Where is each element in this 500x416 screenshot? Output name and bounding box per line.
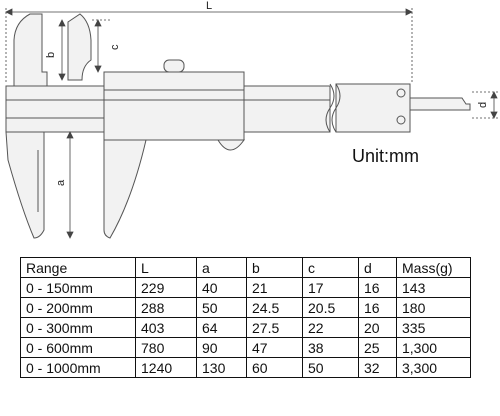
cell-b: 24.5 [246, 297, 303, 318]
cell-c: 50 [302, 357, 359, 378]
thumb-roll [217, 139, 245, 151]
table-row: 0 - 200mm 288 50 24.5 20.5 16 180 [20, 297, 471, 318]
lower-fixed-jaw [5, 131, 45, 239]
slider [103, 71, 245, 141]
cell-mass: 1,300 [396, 337, 471, 358]
cell-a: 50 [196, 297, 247, 318]
cell-b: 60 [246, 357, 303, 378]
spec-table: Range L a b c d Mass(g) 0 - 150mm 229 40… [20, 257, 471, 378]
cell-range: 0 - 150mm [20, 277, 136, 298]
header-range: Range [20, 257, 136, 278]
cell-a: 40 [196, 277, 247, 298]
cell-a: 90 [196, 337, 247, 358]
cell-mass: 180 [396, 297, 471, 318]
cell-range: 0 - 600mm [20, 337, 136, 358]
table-row: 0 - 1000mm 1240 130 60 50 32 3,300 [20, 357, 471, 378]
cell-mass: 143 [396, 277, 471, 298]
header-a: a [196, 257, 247, 278]
cell-range: 0 - 200mm [20, 297, 136, 318]
dim-label-d: d [477, 102, 489, 108]
cell-d: 25 [358, 337, 397, 358]
unit-label: Unit:mm [352, 146, 419, 166]
cell-mass: 3,300 [396, 357, 471, 378]
cell-c: 38 [302, 337, 359, 358]
cell-range: 0 - 300mm [20, 317, 136, 338]
cell-c: 22 [302, 317, 359, 338]
upper-slider-jaw [67, 13, 92, 81]
caliper-diagram: L b c a d [5, 0, 498, 239]
header-L: L [135, 257, 197, 278]
dim-label-c: c [109, 44, 121, 50]
cell-d: 32 [358, 357, 397, 378]
cell-b: 21 [246, 277, 303, 298]
depth-rod [409, 97, 471, 111]
cell-c: 17 [302, 277, 359, 298]
beam-end [335, 83, 411, 133]
cell-L: 1240 [135, 357, 197, 378]
dim-label-b: b [45, 52, 57, 58]
dim-label-L: L [206, 0, 212, 12]
cell-L: 780 [135, 337, 197, 358]
header-mass: Mass(g) [396, 257, 471, 278]
cell-c: 20.5 [302, 297, 359, 318]
header-d: d [358, 257, 397, 278]
cell-L: 403 [135, 317, 197, 338]
locking-screw [163, 59, 185, 73]
upper-fixed-jaw [13, 13, 48, 87]
cell-range: 0 - 1000mm [20, 357, 136, 378]
cell-L: 288 [135, 297, 197, 318]
table-row: 0 - 600mm 780 90 47 38 25 1,300 [20, 337, 471, 358]
cell-d: 16 [358, 297, 397, 318]
cell-d: 16 [358, 277, 397, 298]
lower-slider-jaw [103, 139, 147, 239]
cell-b: 47 [246, 337, 303, 358]
cell-a: 130 [196, 357, 247, 378]
cell-a: 64 [196, 317, 247, 338]
cell-mass: 335 [396, 317, 471, 338]
cell-L: 229 [135, 277, 197, 298]
table-row: 0 - 150mm 229 40 21 17 16 143 [20, 277, 471, 298]
table-row: 0 - 300mm 403 64 27.5 22 20 335 [20, 317, 471, 338]
cell-d: 20 [358, 317, 397, 338]
dim-label-a: a [55, 179, 67, 186]
header-b: b [246, 257, 303, 278]
header-c: c [302, 257, 359, 278]
table-header-row: Range L a b c d Mass(g) [20, 257, 471, 278]
cell-b: 27.5 [246, 317, 303, 338]
